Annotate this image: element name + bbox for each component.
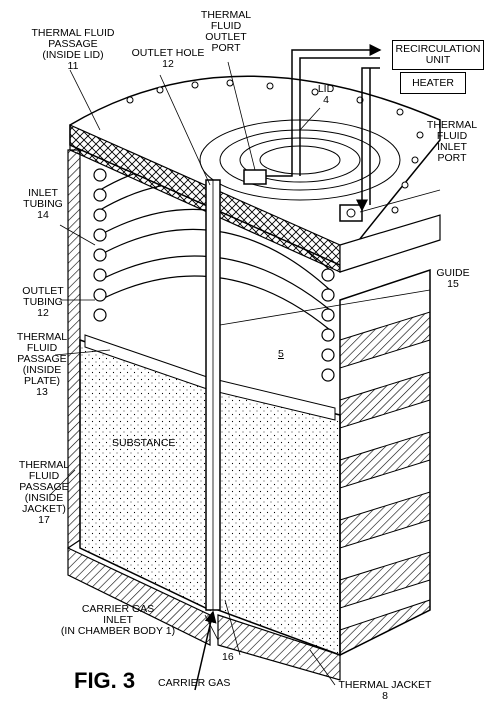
label-ref-16: 16 xyxy=(222,651,234,663)
outlet-hole-tube xyxy=(205,179,221,611)
label-lid: LID 4 xyxy=(317,83,335,106)
heater-box: HEATER xyxy=(400,72,466,94)
label-carrier-gas: CARRIER GAS xyxy=(158,677,231,689)
outlet-port xyxy=(243,169,267,185)
label-substance: SUBSTANCE xyxy=(112,437,176,449)
label-carrier-gas-inlet: CARRIER GAS INLET (IN CHAMBER BODY 1) xyxy=(60,603,176,637)
figure-title: FIG. 3 xyxy=(74,668,136,693)
label-thermal-fluid-passage-lid: THERMAL FLUID PASSAGE (INSIDE LID) 11 xyxy=(31,27,115,72)
label-chamber-5: 5 xyxy=(278,348,284,360)
label-guide: GUIDE 15 xyxy=(436,267,470,290)
chamber-body xyxy=(67,334,341,681)
label-inlet-tubing: INLET TUBING 14 xyxy=(23,187,63,221)
label-outlet-hole: OUTLET HOLE 12 xyxy=(131,47,205,70)
label-thermal-jacket: THERMAL JACKET 8 xyxy=(338,679,432,702)
label-outlet-tubing: OUTLET TUBING 12 xyxy=(22,285,64,319)
inlet-tubing-coils xyxy=(93,168,107,322)
recirculation-unit-box: RECIRCULATION UNIT xyxy=(392,40,484,70)
label-thermal-fluid-passage-plate: THERMAL FLUID PASSAGE (INSIDE PLATE) 13 xyxy=(16,331,68,398)
label-thermal-fluid-inlet-port: THERMAL FLUID INLET PORT xyxy=(426,119,478,164)
label-thermal-fluid-passage-jacket: THERMAL FLUID PASSAGE (INSIDE JACKET) 17 xyxy=(18,459,70,526)
recirc-piping xyxy=(266,44,382,212)
outlet-tubing-coils xyxy=(321,268,335,382)
leader-lines xyxy=(49,61,441,686)
thermal-jacket-shell xyxy=(339,268,431,657)
inlet-port xyxy=(339,204,363,222)
label-thermal-fluid-outlet-port: THERMAL FLUID OUTLET PORT xyxy=(200,9,252,54)
